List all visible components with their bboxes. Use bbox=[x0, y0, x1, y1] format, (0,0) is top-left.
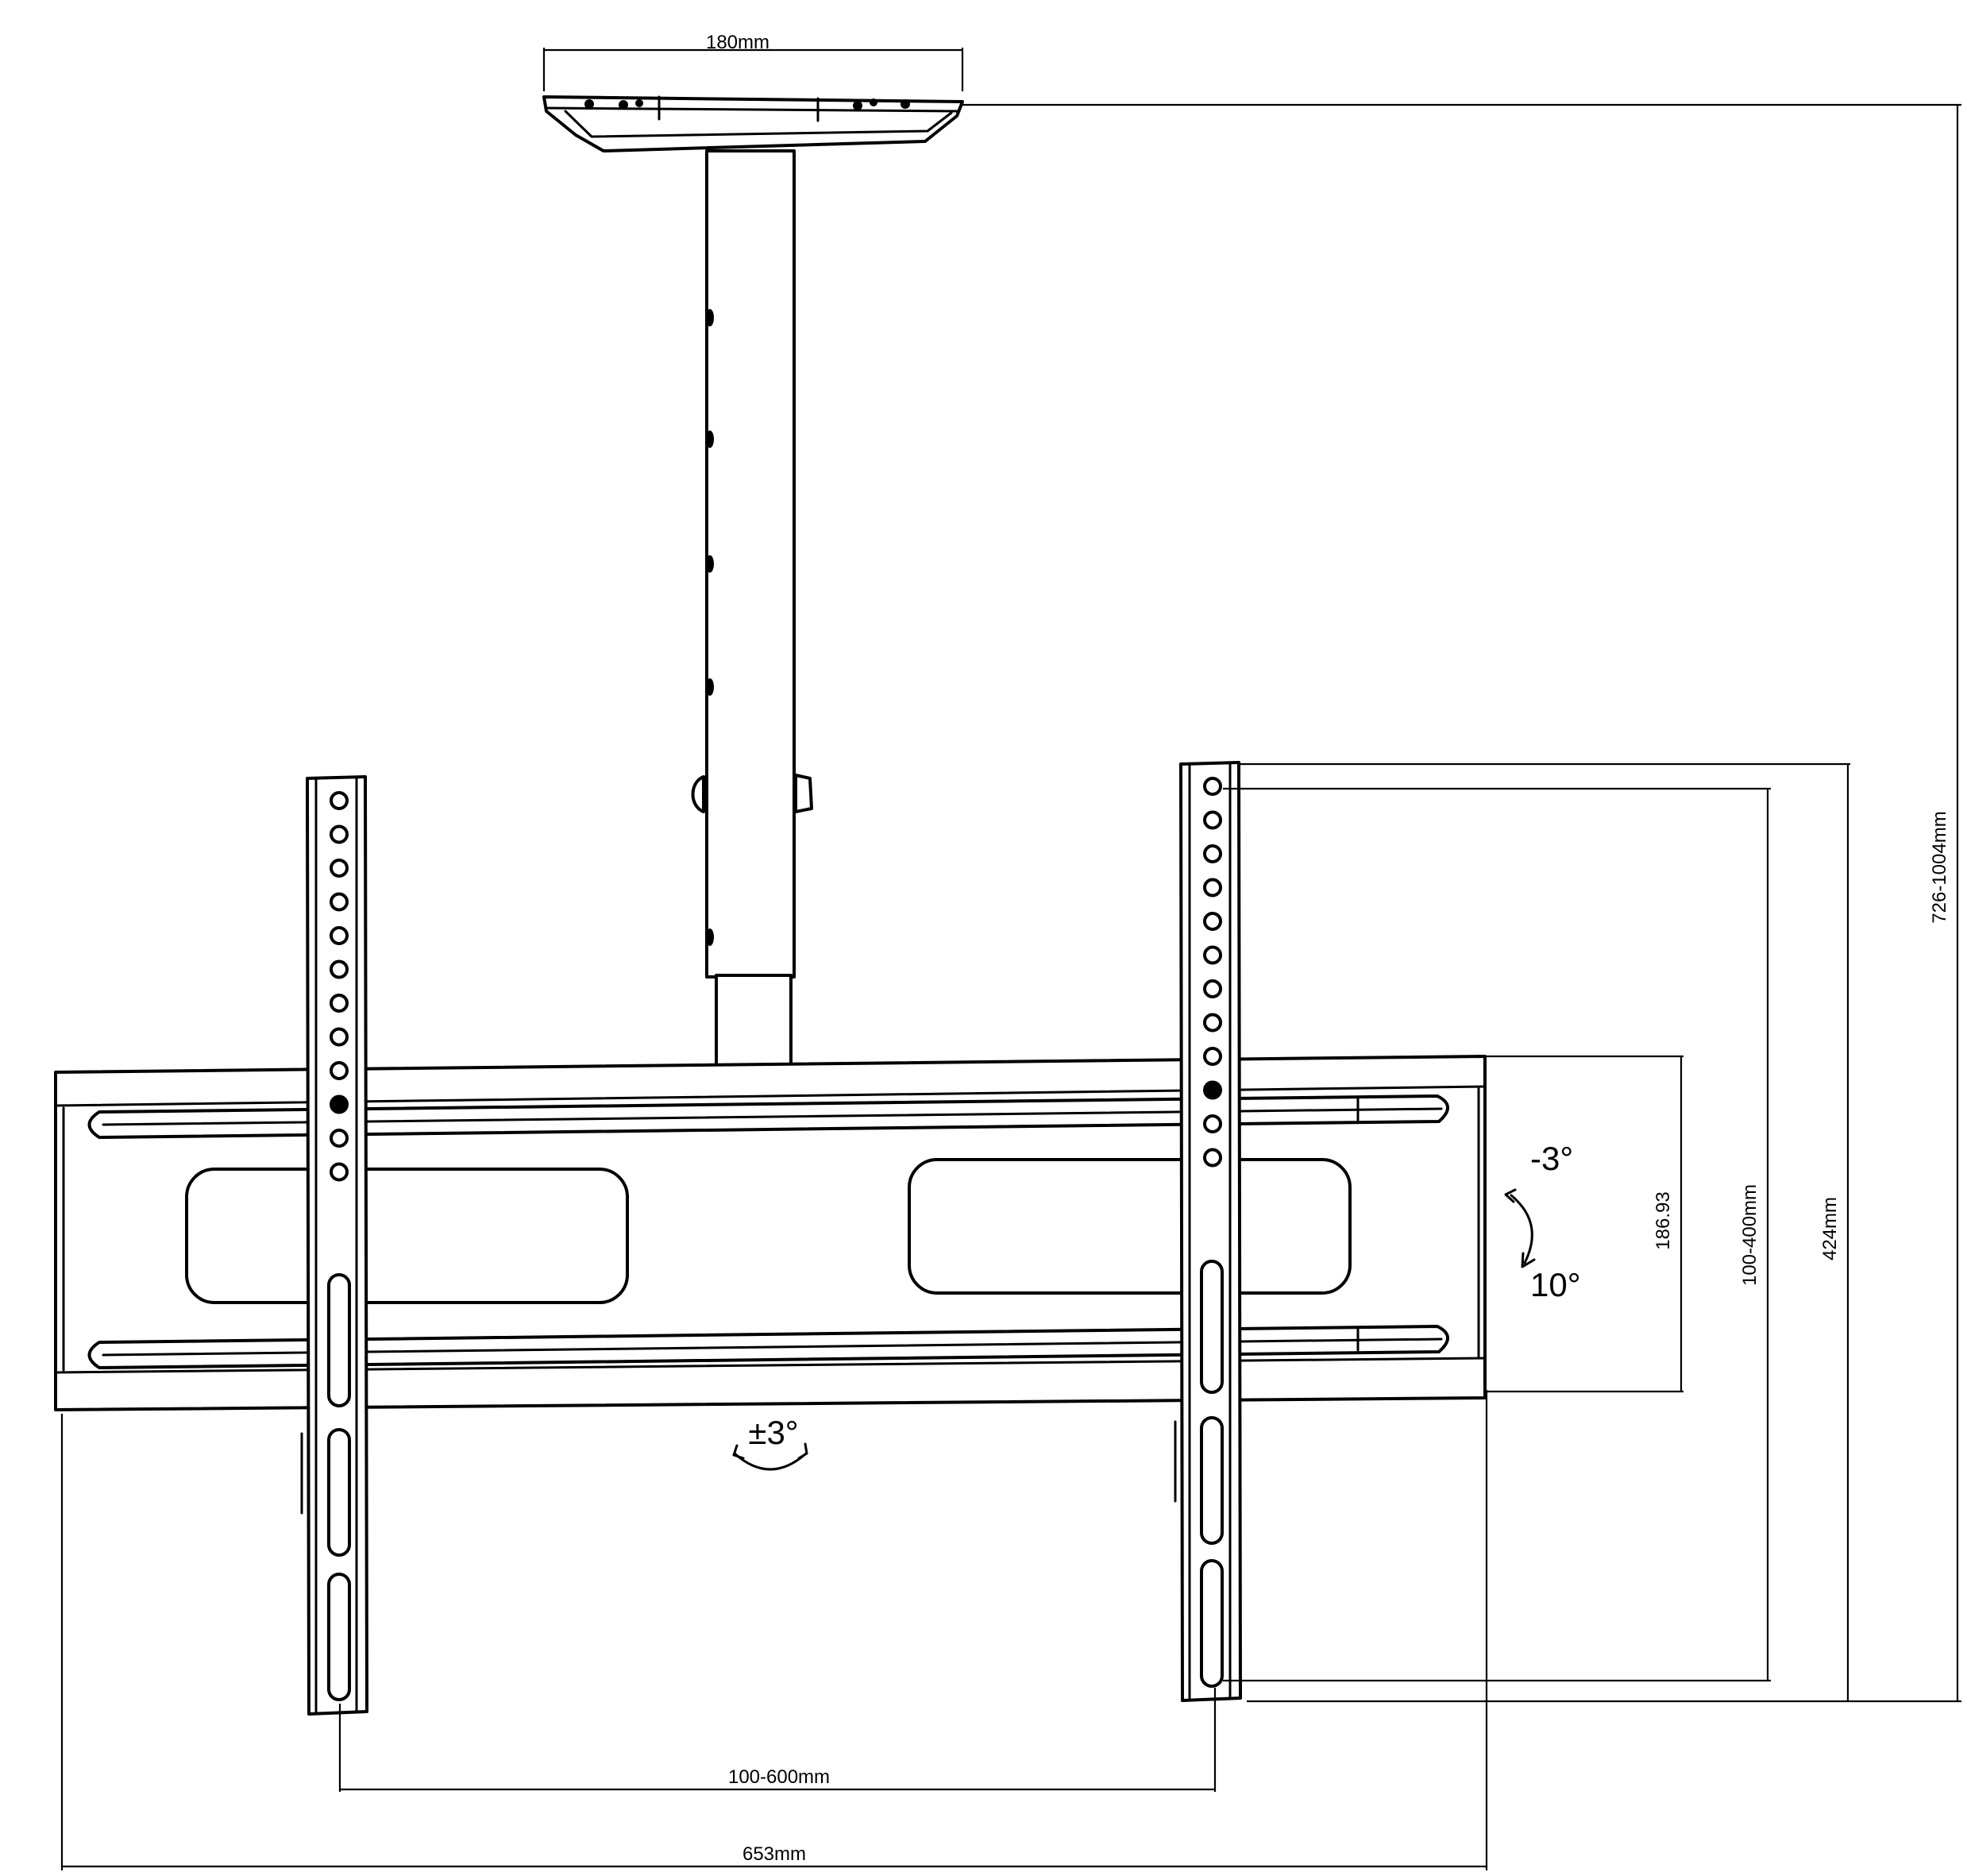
mounting-hole bbox=[330, 1094, 349, 1114]
ceiling-plate bbox=[542, 95, 964, 152]
mounting-hole bbox=[1203, 777, 1222, 796]
left-vertical-arm bbox=[300, 775, 368, 1716]
mounting-hole bbox=[1203, 1114, 1222, 1133]
mounting-hole bbox=[1203, 878, 1222, 897]
mounting-hole bbox=[1203, 912, 1222, 931]
tilt-up-label: -3° bbox=[1530, 1140, 1573, 1177]
mounting-hole bbox=[330, 1129, 349, 1148]
dimension-lines bbox=[60, 48, 1961, 1870]
right-vertical-arm bbox=[1174, 761, 1242, 1702]
extension-pole bbox=[691, 149, 813, 1072]
mounting-hole bbox=[330, 1162, 349, 1182]
ceiling-plate-width-label: 180mm bbox=[706, 32, 769, 53]
mounting-hole bbox=[330, 859, 349, 878]
mounting-hole bbox=[1203, 810, 1222, 830]
mounting-hole bbox=[330, 994, 349, 1013]
mounting-hole bbox=[330, 1027, 349, 1047]
mounting-hole bbox=[1203, 1148, 1222, 1168]
tilt-down-label: 10° bbox=[1530, 1266, 1581, 1303]
mounting-hole bbox=[330, 791, 349, 810]
mounting-hole bbox=[1203, 1080, 1222, 1100]
mounting-hole bbox=[1203, 844, 1222, 863]
mounting-frame bbox=[54, 1055, 1487, 1411]
mounting-hole bbox=[330, 1061, 349, 1080]
mounting-hole bbox=[330, 892, 349, 912]
mounting-hole bbox=[1203, 1013, 1222, 1033]
total-height-label: 726-1004mm bbox=[1929, 811, 1950, 923]
frame-width-label: 653mm bbox=[742, 1843, 806, 1865]
mounting-hole bbox=[330, 926, 349, 945]
mounting-hole bbox=[1203, 945, 1222, 965]
horizontal-hole-pattern-label: 100-600mm bbox=[728, 1766, 830, 1788]
swivel-arrow-icon bbox=[732, 1442, 808, 1471]
mounting-hole bbox=[330, 824, 349, 844]
swivel-label: ±3° bbox=[748, 1414, 798, 1451]
mounting-hole bbox=[1203, 979, 1222, 998]
frame-height-label: 186.93 bbox=[1653, 1191, 1674, 1249]
bracket-height-label: 424mm bbox=[1819, 1197, 1841, 1260]
tilt-arrow-icon bbox=[1504, 1188, 1536, 1268]
vertical-hole-pattern-label: 100-400mm bbox=[1739, 1184, 1761, 1286]
mounting-hole bbox=[1203, 1047, 1222, 1066]
mounting-hole bbox=[330, 959, 349, 979]
